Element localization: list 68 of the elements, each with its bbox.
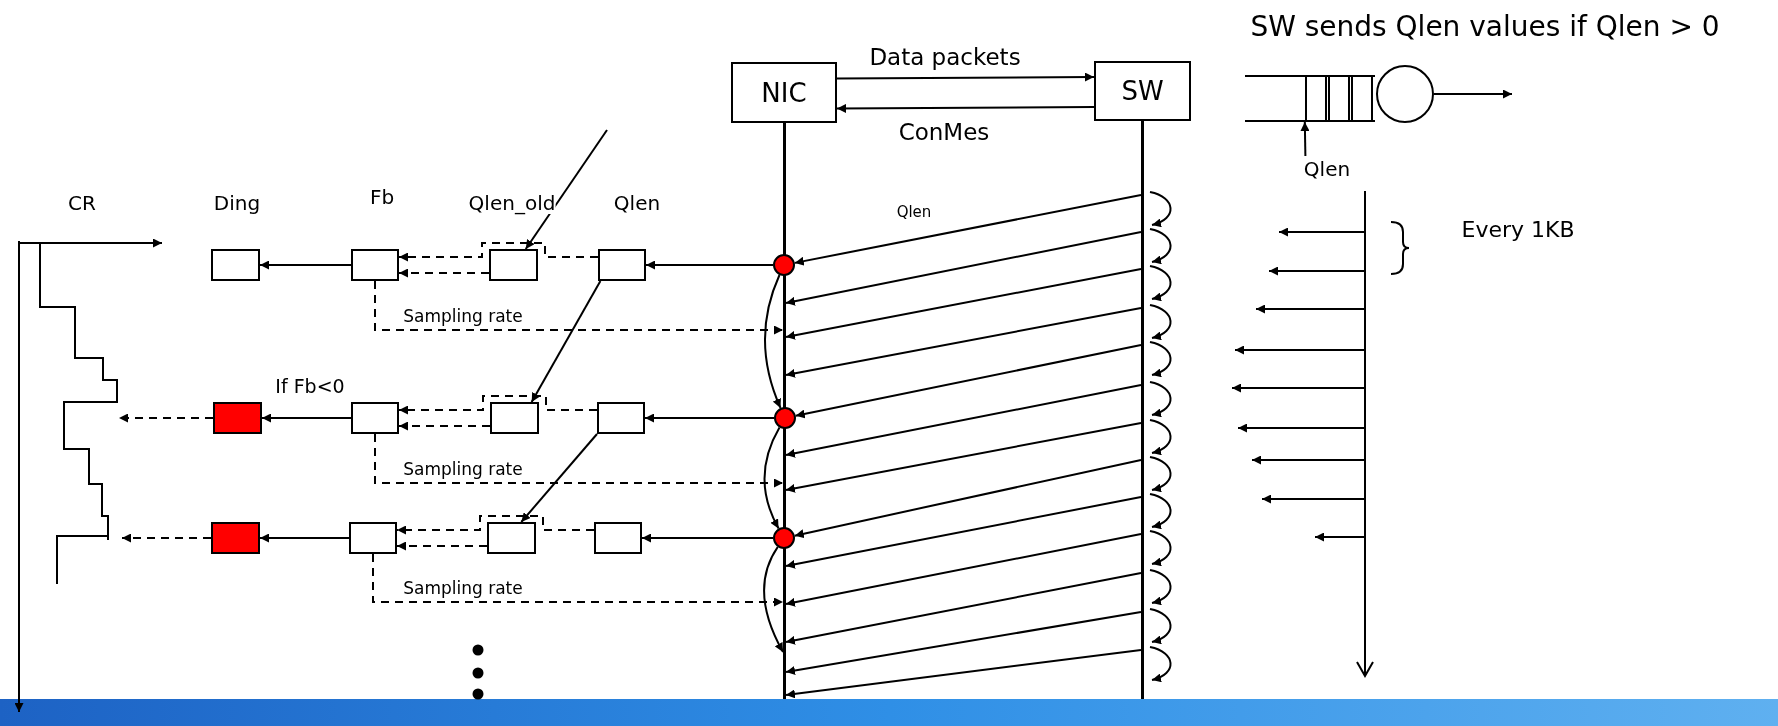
value-box	[351, 249, 399, 281]
value-box	[213, 402, 262, 434]
arrow	[785, 533, 1142, 607]
value-box	[594, 522, 642, 554]
leader-arrow	[1300, 121, 1310, 157]
edge-label: Sampling rate	[401, 578, 525, 598]
event-dot	[773, 527, 795, 549]
dashed-arrow	[398, 242, 599, 262]
arrow	[261, 413, 352, 423]
dashed-arrow	[374, 433, 784, 488]
curved-arrow	[763, 426, 781, 530]
arrow	[1433, 89, 1513, 99]
value-box	[489, 249, 538, 281]
value-box	[490, 402, 539, 434]
dashed-arrow	[372, 553, 784, 607]
column-header: Ding	[213, 192, 261, 214]
arrow	[530, 280, 602, 403]
arrow	[520, 433, 598, 523]
arrow	[785, 611, 1142, 675]
curved-arrow	[763, 546, 784, 653]
dashed-arrow	[398, 268, 490, 278]
curved-arrow	[764, 274, 782, 409]
arrow	[785, 268, 1142, 340]
note-text: SW sends Qlen values if Qlen > 0	[1250, 11, 1720, 43]
dashed-arrow	[374, 280, 784, 335]
value-box	[598, 249, 646, 281]
dashed-arrow	[398, 421, 491, 431]
event-dot	[774, 407, 796, 429]
arrow	[785, 422, 1142, 493]
value-box	[597, 402, 645, 434]
lifeline	[783, 123, 786, 699]
arrow	[785, 496, 1142, 569]
edge-label: Sampling rate	[401, 459, 525, 479]
arrow	[836, 103, 1095, 113]
column-header: Qlen_old	[468, 192, 556, 214]
queue-buffer	[1245, 75, 1375, 122]
arrow	[794, 344, 1142, 419]
arrow	[785, 649, 1142, 699]
value-box	[349, 522, 397, 554]
arrow	[641, 533, 774, 543]
arrow	[836, 72, 1095, 82]
dashed-arrow	[396, 541, 488, 551]
arrow	[644, 413, 775, 423]
arrow	[785, 231, 1142, 306]
value-box	[351, 402, 399, 434]
device-box: SW	[1094, 61, 1191, 121]
edge-label: Sampling rate	[401, 306, 525, 326]
dashed-arrow	[396, 515, 595, 535]
arrow	[793, 194, 1142, 266]
dashed-arrow	[121, 533, 212, 543]
value-box	[487, 522, 536, 554]
column-header: Qlen	[613, 192, 661, 214]
arrow	[259, 260, 352, 270]
event-dot	[773, 254, 795, 276]
device-box: NIC	[731, 62, 837, 123]
value-box	[211, 522, 260, 554]
arrow	[524, 129, 608, 250]
arrow	[785, 572, 1142, 645]
lifeline	[1141, 121, 1144, 699]
value-box	[211, 249, 260, 281]
server-circle	[1376, 65, 1434, 123]
dashed-arrow	[398, 395, 598, 415]
arrow	[259, 533, 350, 543]
arrow	[645, 260, 774, 270]
arrow	[793, 459, 1142, 539]
arrow	[785, 384, 1142, 458]
arrow	[785, 307, 1142, 378]
dashed-arrow	[118, 413, 214, 423]
